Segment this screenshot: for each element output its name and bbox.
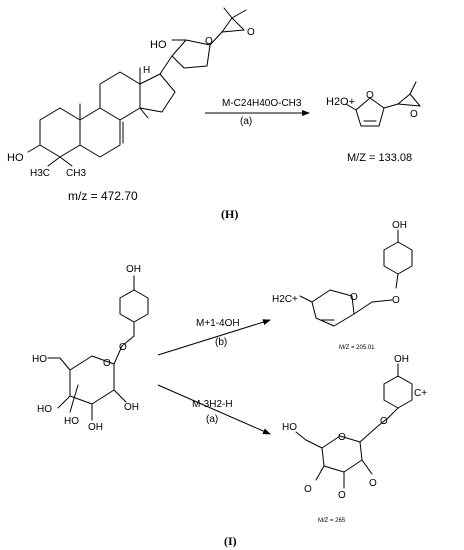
parent-glucoside-oh-label: OH — [88, 422, 103, 433]
fragment-i-a-structure — [295, 363, 413, 489]
parent-mass-label: m/z = 472.70 — [68, 189, 138, 203]
fragment-i-b-structure — [299, 229, 413, 327]
parent-glucoside-ho-label: HO — [32, 354, 47, 365]
steroid-4-methyl-label: H3C — [30, 168, 50, 179]
fragment-h-protonated-water-label: H2O+ — [326, 96, 355, 108]
fragment-h-structure — [345, 81, 421, 127]
fragment-i-a-keto-oxygen-label-3: O — [369, 478, 377, 489]
panel-i-caption: (I) — [224, 534, 237, 548]
parent-steroid-structure — [27, 7, 247, 167]
steroid-h-label: H — [143, 65, 150, 76]
fragment-i-a-keto-oxygen-label: O — [304, 484, 312, 495]
fragment-i-a-mass-label: M/Z = 265 — [318, 518, 346, 524]
side-chain-hydroxyl-label: HO — [150, 39, 167, 51]
reaction-i-a-path-label: (a) — [206, 414, 218, 425]
steroid-3-hydroxyl-label: HO — [7, 152, 24, 164]
reaction-h-loss-label: M-C24H40O-CH3 — [222, 98, 302, 109]
fragment-i-a-hydroxyl-label: HO — [282, 422, 297, 433]
parent-glucoside-ho-label-2: HO — [37, 404, 52, 415]
panel-h: HO H3C CH3 H HO O O m/z = 472.70 M-C24H4… — [7, 7, 421, 221]
panel-i: OH O HO HO HO OH OH O M+1-4OH (b) M-3H2-… — [32, 220, 427, 548]
fragment-h-mass-label: M/Z = 133.08 — [347, 152, 412, 164]
reaction-h-path-label: (a) — [240, 116, 252, 127]
steroid-4-methyl-label-b: CH3 — [66, 168, 86, 179]
fragment-i-a-carbocation-label: C+ — [414, 388, 427, 399]
reaction-arrow-i-b — [157, 319, 271, 356]
fragment-i-b-methylene-cation-label: H2C+ — [272, 294, 298, 305]
parent-glucoside-ring-oxygen-label: O — [103, 358, 111, 369]
fragment-i-a-oh-label: OH — [394, 354, 409, 365]
fragment-i-a-ether-oxygen-label: O — [380, 416, 388, 427]
fragment-i-b-oh-label: OH — [392, 220, 407, 231]
fragment-i-b-mass-label: M/Z = 205.01 — [339, 345, 375, 351]
fragment-i-b-ring-oxygen-label: O — [350, 292, 358, 303]
reaction-i-b-path-label: (b) — [215, 337, 227, 348]
parent-glucoside-phenol-oh-label: OH — [126, 264, 141, 275]
parent-glucoside-structure — [47, 275, 149, 421]
fragment-i-a-ring-oxygen-label: O — [338, 432, 346, 443]
panel-h-caption: (H) — [221, 207, 238, 221]
parent-glucoside-linker-oxygen-label: O — [119, 342, 127, 353]
fragment-i-b-ether-oxygen-label: O — [392, 295, 400, 306]
furan-oxygen-label: O — [205, 36, 213, 47]
epoxide-oxygen-label: O — [247, 27, 255, 38]
reaction-arrow-i-a — [157, 384, 271, 435]
parent-glucoside-ho-label-3: HO — [64, 416, 79, 427]
fragment-i-a-keto-oxygen-label-2: O — [338, 490, 346, 501]
reaction-i-b-loss-label: M+1-4OH — [196, 318, 240, 329]
parent-glucoside-oh-label-2: OH — [124, 402, 139, 413]
reaction-i-a-loss-label: M-3H2-H — [192, 399, 233, 410]
fragment-h-epoxide-oxygen-label: O — [410, 109, 418, 120]
fragment-h-ring-oxygen-label: O — [366, 90, 374, 101]
